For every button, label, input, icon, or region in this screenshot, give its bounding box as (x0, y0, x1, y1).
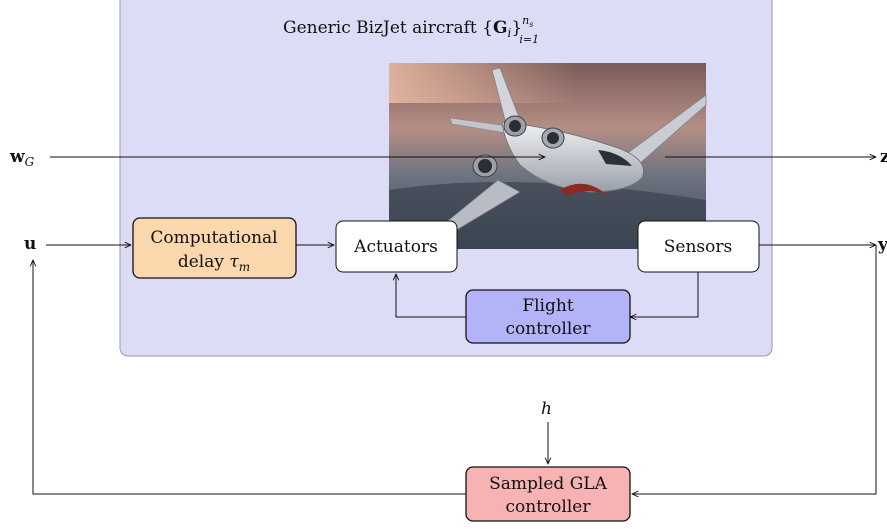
y-to-gla-line (632, 245, 877, 494)
signal-u: u (24, 234, 36, 254)
flight-to-actuators-line (396, 274, 466, 318)
signal-z: z (880, 147, 887, 167)
bizjet-aircraft-photo (389, 63, 707, 249)
delay-line2: delay τm (178, 252, 250, 274)
gla-to-u-line (33, 260, 466, 495)
gla-line1: Sampled GLA (489, 474, 607, 494)
computational-delay-block (132, 217, 297, 279)
flight-line2: controller (506, 319, 592, 339)
gla-line2: controller (506, 497, 592, 517)
flight-line1: Flight (522, 296, 574, 316)
delay-line1: Computational (150, 228, 277, 248)
actuators-label: Actuators (353, 237, 438, 257)
signal-wG: wG (9, 147, 35, 169)
signal-h: h (541, 399, 552, 419)
signal-y: y (877, 235, 887, 255)
actuators-block (335, 220, 458, 273)
sensors-label: Sensors (664, 237, 732, 257)
sensors-to-flight-line (630, 272, 699, 317)
